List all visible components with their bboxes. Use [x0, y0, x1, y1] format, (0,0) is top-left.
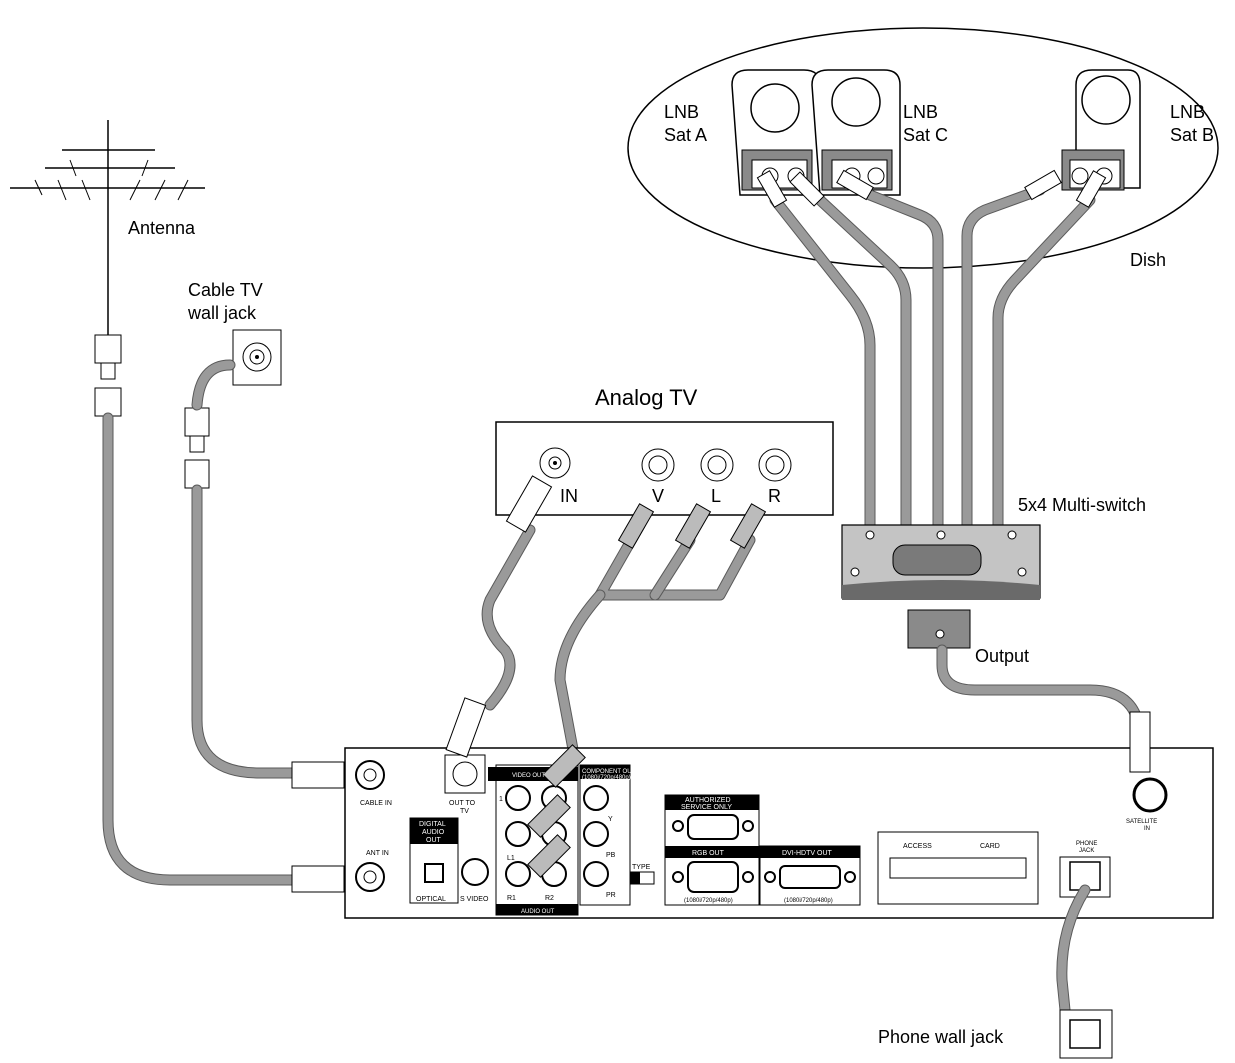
cable-tv-label-line2: wall jack: [187, 303, 257, 323]
pr-label: PR: [606, 892, 616, 899]
antenna-cable: [103, 413, 305, 885]
digital-audio-label-3: OUT: [426, 837, 442, 844]
cable-tv-label-line1: Cable TV: [188, 280, 263, 300]
lnb-cables: [769, 184, 1096, 531]
rf-cable-to-tv: [482, 525, 535, 710]
dvi-out-label: DVI-HDTV OUT: [782, 850, 833, 857]
lnb-c-label-2: Sat C: [903, 125, 948, 145]
dvi-res-label: (1080i/720p/480p): [784, 898, 833, 904]
cable-tv-cable: [192, 485, 305, 778]
satellite-in-label-2: IN: [1144, 826, 1150, 832]
y-label: Y: [608, 816, 613, 823]
lnb-a-label-1: LNB: [664, 102, 699, 122]
phone-wall-jack-icon: [1059, 1009, 1113, 1059]
type-label: TYPE: [632, 864, 651, 871]
r2-label: R2: [545, 895, 554, 902]
digital-audio-label-2: AUDIO: [422, 829, 445, 836]
rgb-out-label: RGB OUT: [692, 850, 725, 857]
dish-label: Dish: [1130, 250, 1166, 270]
phone-cable: [1057, 885, 1090, 1045]
authorized-label-2: SERVICE ONLY: [681, 804, 732, 811]
video-out-label: VIDEO OUT: [512, 773, 545, 779]
antenna-label: Antenna: [128, 218, 196, 238]
out-to-tv-label-1: OUT TO: [449, 800, 476, 807]
tv-r-label: R: [768, 486, 781, 506]
receiver-av-plugs: [527, 744, 586, 878]
dish-outline: [627, 27, 1219, 269]
lnb-c-label-1: LNB: [903, 102, 938, 122]
tv-plugs: [505, 475, 767, 549]
cable-wall-jack: [184, 329, 282, 489]
analog-tv: [495, 421, 834, 516]
lnb-b-label-2: Sat B: [1170, 125, 1214, 145]
lnb-b-label-1: LNB: [1170, 102, 1205, 122]
output-label: Output: [975, 646, 1029, 666]
access-label: ACCESS: [903, 843, 932, 850]
r1-label: R1: [507, 895, 516, 902]
lnb-sat-c: [811, 69, 901, 196]
tv-l-label: L: [711, 486, 721, 506]
ant-in-label: ANT IN: [366, 850, 389, 857]
analog-tv-title: Analog TV: [595, 385, 698, 410]
pb-label: PB: [606, 852, 616, 859]
s-video-label: S VIDEO: [460, 896, 489, 903]
phone-jack-label-2: JACK: [1079, 848, 1094, 854]
num1-label: 1: [499, 796, 503, 803]
satellite-in-label-1: SATELLITE: [1126, 819, 1157, 825]
lnb-a-label-2: Sat A: [664, 125, 707, 145]
out-to-tv-label-2: TV: [460, 808, 469, 815]
digital-audio-label-1: DIGITAL: [419, 821, 446, 828]
multiswitch: [841, 524, 1041, 649]
card-label: CARD: [980, 843, 1000, 850]
tv-v-label: V: [652, 486, 664, 506]
audio-out-label: AUDIO OUT: [521, 909, 555, 915]
component-out-label-2: (1080i/720p/480p): [582, 775, 631, 781]
component-out-label-1: COMPONENT OUT: [582, 769, 636, 775]
lnb-sat-b: [1061, 69, 1141, 191]
phone-jack-label-1: PHONE: [1076, 841, 1097, 847]
l1-label: L1: [507, 855, 515, 862]
optical-label: OPTICAL: [416, 896, 446, 903]
rgb-res-label: (1080i/720p/480p): [684, 898, 733, 904]
tv-in-label: IN: [560, 486, 578, 506]
antenna-icon: [10, 120, 205, 417]
cable-in-label: CABLE IN: [360, 800, 392, 807]
phone-wall-jack-label: Phone wall jack: [878, 1027, 1004, 1047]
lnb-connectors: [756, 169, 1107, 208]
av-cable-bundle: [555, 590, 605, 765]
lnb-sat-a: [731, 69, 821, 196]
multiswitch-label: 5x4 Multi-switch: [1018, 495, 1146, 515]
authorized-label-1: AUTHORIZED: [685, 797, 731, 804]
receiver-back-panel: [291, 697, 1214, 919]
